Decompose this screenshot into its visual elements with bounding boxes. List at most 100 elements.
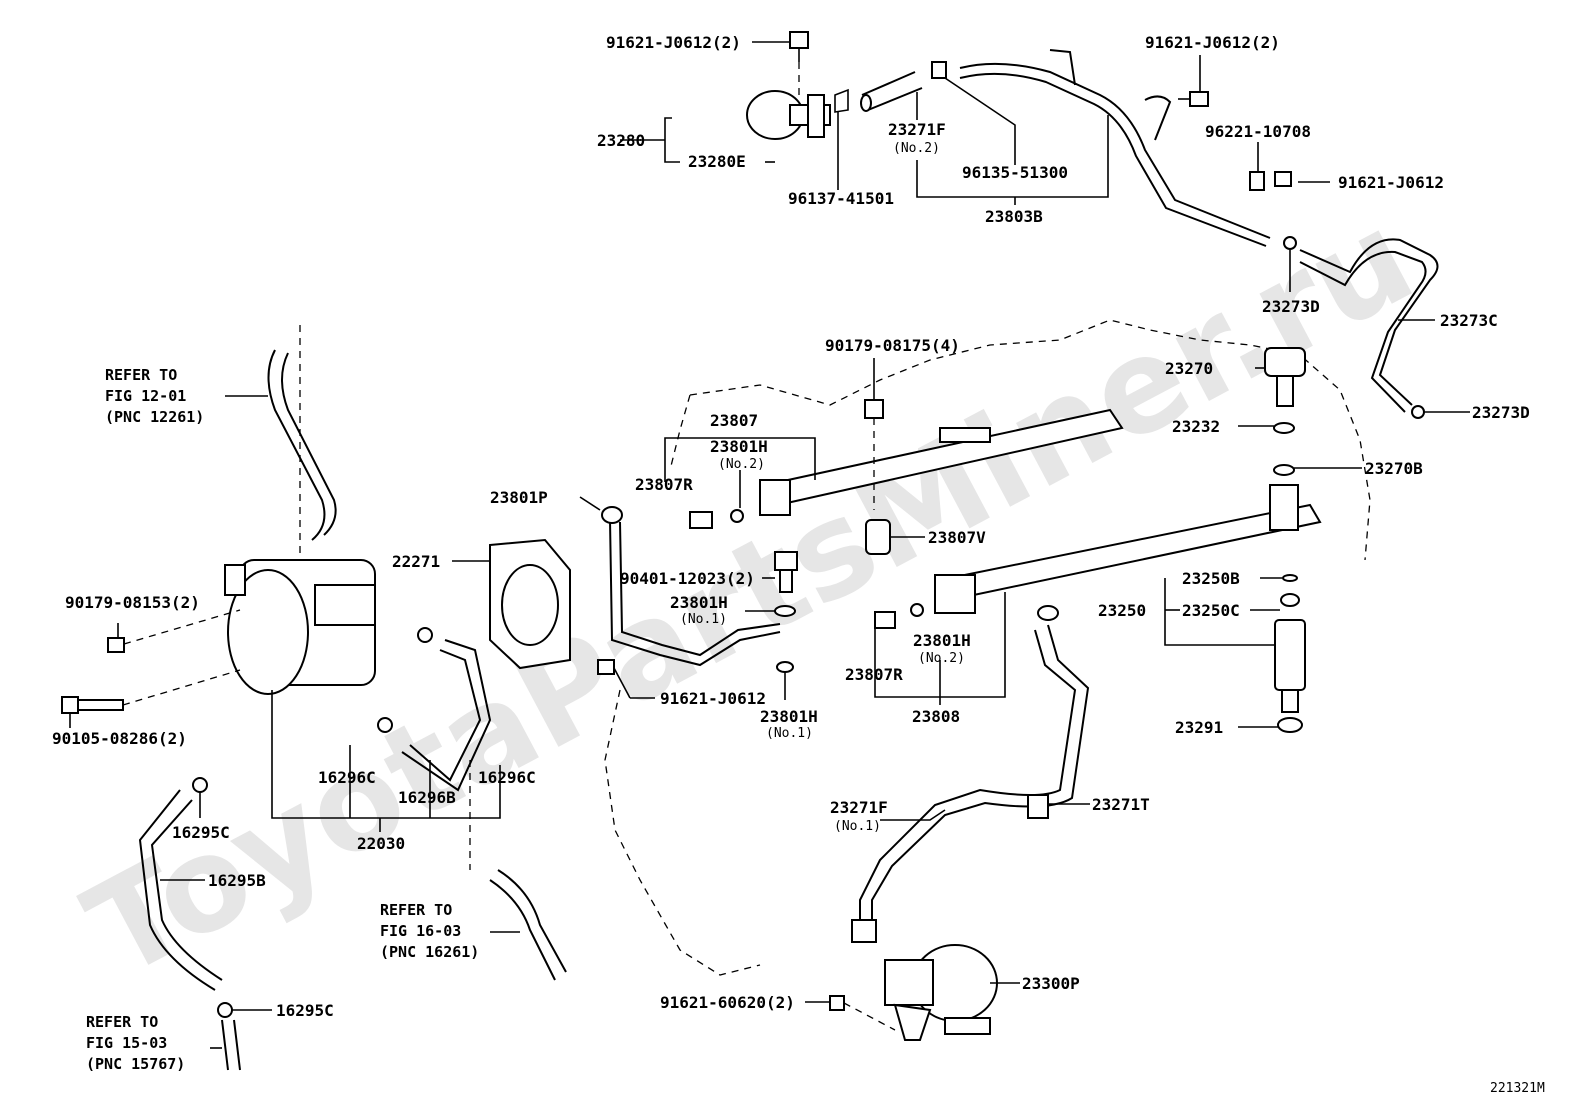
fuel-pipe-23801P bbox=[601, 506, 781, 667]
label-23232: 23232 bbox=[1172, 417, 1220, 436]
pressure-regulator-23280 bbox=[746, 90, 831, 140]
bolt-top-left bbox=[789, 31, 809, 62]
ref3-line2: FIG 15-03 bbox=[86, 1034, 167, 1052]
label-23801H-d: 23801H bbox=[913, 631, 971, 650]
throttle-body-22030 bbox=[224, 559, 376, 695]
ref3-line1: REFER TO bbox=[86, 1013, 158, 1031]
delivery-pipe-rear-23807 bbox=[759, 408, 1124, 516]
label-23280E: 23280E bbox=[688, 152, 746, 171]
label-23271T: 23271T bbox=[1092, 795, 1150, 814]
label-no1-c: (No.1) bbox=[834, 819, 881, 834]
oring-23250B bbox=[1282, 574, 1298, 582]
clamp-23273D-a bbox=[1283, 236, 1297, 250]
union-bolt-90401 bbox=[774, 551, 798, 593]
label-23300P: 23300P bbox=[1022, 974, 1080, 993]
ref1-line2: FIG 12-01 bbox=[105, 387, 186, 405]
bolt-90179-08175 bbox=[864, 399, 884, 419]
label-no2-a: (No.2) bbox=[893, 141, 940, 156]
label-23270: 23270 bbox=[1165, 359, 1213, 378]
label-23808: 23808 bbox=[912, 707, 960, 726]
bolt-91621-60620 bbox=[829, 995, 845, 1011]
ref2-line1: REFER TO bbox=[380, 901, 452, 919]
gasket-22271 bbox=[489, 538, 571, 670]
label-91621-J0612-c: 91621-J0612 bbox=[1338, 173, 1444, 192]
label-23273D-a: 23273D bbox=[1262, 297, 1320, 316]
label-96135-51300: 96135-51300 bbox=[962, 163, 1068, 182]
label-16295C-b: 16295C bbox=[276, 1001, 334, 1020]
pulsation-damper-23270 bbox=[1264, 347, 1306, 407]
clamp-16296C-b bbox=[377, 717, 393, 733]
bolt-top-right bbox=[1178, 91, 1209, 107]
oring-23270B bbox=[1273, 464, 1295, 476]
label-16296B: 16296B bbox=[398, 788, 456, 807]
reference-note-fig-15-03: REFER TO FIG 15-03 (PNC 15767) bbox=[86, 1013, 185, 1073]
label-23280: 23280 bbox=[597, 131, 645, 150]
label-91621-J0612-d: 91621-J0612 bbox=[660, 689, 766, 708]
ref2-line3: (PNC 16261) bbox=[380, 943, 479, 961]
label-23801H-c: 23801H bbox=[760, 707, 818, 726]
part-labels: 91621-J0612(2) 91621-J0612(2) 23280 2328… bbox=[52, 33, 1530, 1020]
leader-lines bbox=[69, 41, 1470, 1049]
label-23273D-b: 23273D bbox=[1472, 403, 1530, 422]
label-23273C: 23273C bbox=[1440, 311, 1498, 330]
hose-to-fig-15-03 bbox=[221, 1019, 241, 1071]
label-91621-J0612-2b: 91621-J0612(2) bbox=[1145, 33, 1280, 52]
label-23801P: 23801P bbox=[490, 488, 548, 507]
clamp-16296C-a bbox=[417, 627, 433, 643]
delivery-pipe-front-23808 bbox=[934, 484, 1322, 614]
plug-23807R-a bbox=[689, 511, 713, 529]
gasket-23801H-no2-a bbox=[730, 509, 744, 523]
label-16295C-a: 16295C bbox=[172, 823, 230, 842]
label-90179-08153: 90179-08153(2) bbox=[65, 593, 200, 612]
diagram-code: 221321M bbox=[1490, 1081, 1545, 1096]
label-90401-12023: 90401-12023(2) bbox=[620, 569, 755, 588]
ref2-line2: FIG 16-03 bbox=[380, 922, 461, 940]
gasket-23801H-no1-b bbox=[776, 661, 794, 673]
label-no1-a: (No.1) bbox=[680, 612, 727, 627]
label-no1-b: (No.1) bbox=[766, 726, 813, 741]
label-23250C: 23250C bbox=[1182, 601, 1240, 620]
gasket-23801H-no1-a bbox=[774, 605, 796, 617]
label-16296C-a: 16296C bbox=[318, 768, 376, 787]
label-23801H-b: 23801H bbox=[670, 593, 728, 612]
label-96137-41501: 96137-41501 bbox=[788, 189, 894, 208]
clamp-16295C-b bbox=[217, 1002, 233, 1018]
label-90179-08175: 90179-08175(4) bbox=[825, 336, 960, 355]
gasket-23801H-no2-b bbox=[910, 603, 924, 617]
label-22271: 22271 bbox=[392, 552, 440, 571]
label-90105-08286: 90105-08286(2) bbox=[52, 729, 187, 748]
label-23807: 23807 bbox=[710, 411, 758, 430]
fuel-tube-23271F-no1 bbox=[851, 605, 1090, 943]
ref1-line1: REFER TO bbox=[105, 366, 177, 384]
label-91621-J0612-2a: 91621-J0612(2) bbox=[606, 33, 741, 52]
label-23807R-b: 23807R bbox=[845, 665, 903, 684]
fuel-filter-23300P bbox=[884, 944, 998, 1041]
label-23250: 23250 bbox=[1098, 601, 1146, 620]
bolt-91621-J0612-center bbox=[597, 659, 615, 675]
hose-23273C bbox=[1299, 238, 1439, 413]
clip-96137 bbox=[834, 88, 849, 113]
label-23807R-a: 23807R bbox=[635, 475, 693, 494]
hose-16295B bbox=[138, 789, 223, 991]
label-96221-10708: 96221-10708 bbox=[1205, 122, 1311, 141]
clamp-16295C-a bbox=[192, 777, 208, 793]
reference-note-fig-16-03: REFER TO FIG 16-03 (PNC 16261) bbox=[380, 901, 479, 961]
insulator-23291 bbox=[1277, 717, 1303, 733]
clamp-23273D-b bbox=[1411, 405, 1425, 419]
label-23270B: 23270B bbox=[1365, 459, 1423, 478]
clamp-23271T bbox=[1027, 794, 1049, 819]
fuel-injector-23250 bbox=[1274, 619, 1306, 713]
label-23803B: 23803B bbox=[985, 207, 1043, 226]
label-91621-60620: 91621-60620(2) bbox=[660, 993, 795, 1012]
hose-to-fig-16-03 bbox=[489, 869, 567, 981]
ref3-line3: (PNC 15767) bbox=[86, 1055, 185, 1073]
plug-23807R-b bbox=[874, 611, 896, 629]
oring-23232 bbox=[1273, 422, 1295, 434]
label-23807V: 23807V bbox=[928, 528, 986, 547]
fuel-line-23803B bbox=[959, 49, 1271, 247]
label-23801H-a: 23801H bbox=[710, 437, 768, 456]
label-no2-b: (No.2) bbox=[718, 457, 765, 472]
label-no2-c: (No.2) bbox=[918, 651, 965, 666]
label-16295B: 16295B bbox=[208, 871, 266, 890]
